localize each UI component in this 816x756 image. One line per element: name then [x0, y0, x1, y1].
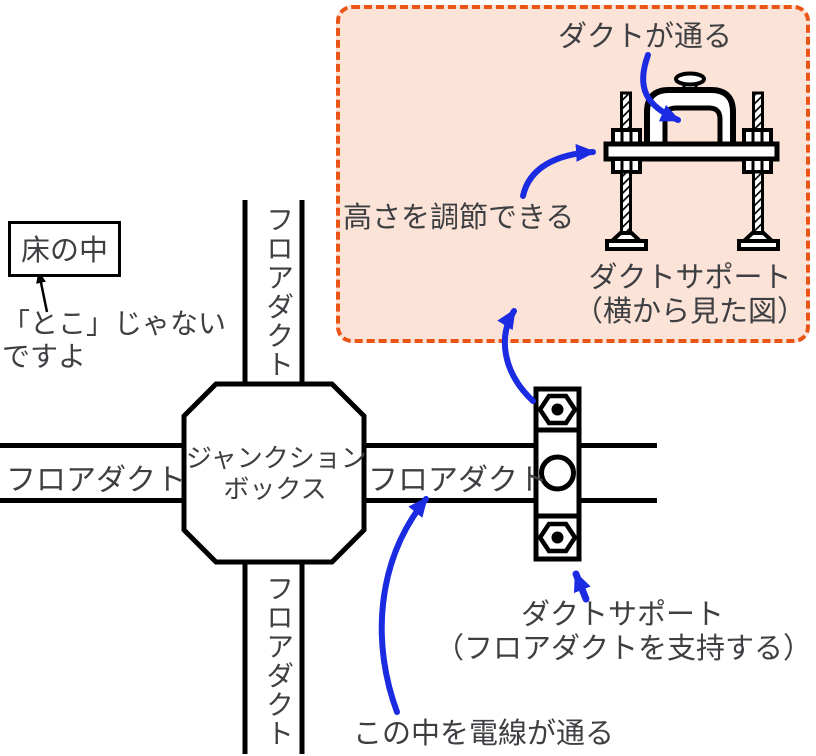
- duct-passes-label: ダクトが通る: [558, 21, 733, 53]
- junction-box-octagon: [181, 381, 367, 565]
- duct-top-label: フロアダクト: [263, 205, 294, 379]
- saddle-duct-opening: [662, 105, 723, 148]
- floor-duct-lines: [0, 200, 657, 754]
- arrow-wires: [378, 496, 429, 715]
- duct-support-side-view: [603, 71, 780, 251]
- duct-support-label-line1: ダクトサポート: [520, 599, 724, 631]
- wires-label: この中を電線が通る: [353, 718, 615, 750]
- inset-title-line2: （横から見た図）: [573, 296, 806, 328]
- arrow-support-label: [572, 570, 591, 603]
- duct-bottom-label: フロアダクト: [263, 574, 294, 748]
- duct-support-label: ダクトサポート （フロアダクトを支持する）: [435, 598, 813, 666]
- support-plate: [603, 141, 780, 162]
- duct-left-label: フロアダクト: [6, 464, 186, 497]
- rod-nut: [611, 128, 773, 146]
- arrow-duct-passes: [640, 52, 681, 123]
- hex-nut-icon: [537, 521, 578, 554]
- arrow-to-inset: [497, 308, 536, 404]
- threaded-rod: [752, 91, 764, 133]
- duct-support-label-line2: （フロアダクトを支持する）: [435, 633, 813, 665]
- arrow-floor-note: [36, 271, 49, 313]
- inset-panel: [336, 5, 810, 343]
- rod-nut: [611, 157, 773, 174]
- floor-note-line2: ですよ: [2, 341, 87, 372]
- duct-support-top-view: [533, 386, 582, 562]
- threaded-rod: [620, 91, 632, 133]
- threaded-rod: [752, 170, 764, 235]
- inset-title-line1: ダクトサポート: [588, 262, 792, 294]
- arrow-height-adjust: [520, 143, 596, 199]
- inset-title: ダクトサポート （横から見た図）: [565, 261, 815, 329]
- hex-nut-icon: [537, 393, 578, 426]
- junction-box-label-line1: ジャンクション: [186, 443, 367, 473]
- support-foot: [605, 231, 780, 251]
- duct-right-label: フロアダクト: [368, 464, 548, 497]
- support-hole-icon: [539, 454, 576, 492]
- junction-box-label-line2: ボックス: [223, 474, 327, 504]
- floor-note-line1: 「とこ」じゃない: [2, 308, 227, 339]
- junction-box-label: ジャンクション ボックス: [186, 443, 367, 505]
- floor-boxed-label: 床の中: [8, 221, 122, 277]
- floor-pronunciation-note: 「とこ」じゃない ですよ: [2, 307, 226, 373]
- annotation-arrows: [378, 52, 681, 715]
- height-adjust-label: 高さを調節できる: [343, 202, 575, 234]
- threaded-rod: [620, 170, 632, 235]
